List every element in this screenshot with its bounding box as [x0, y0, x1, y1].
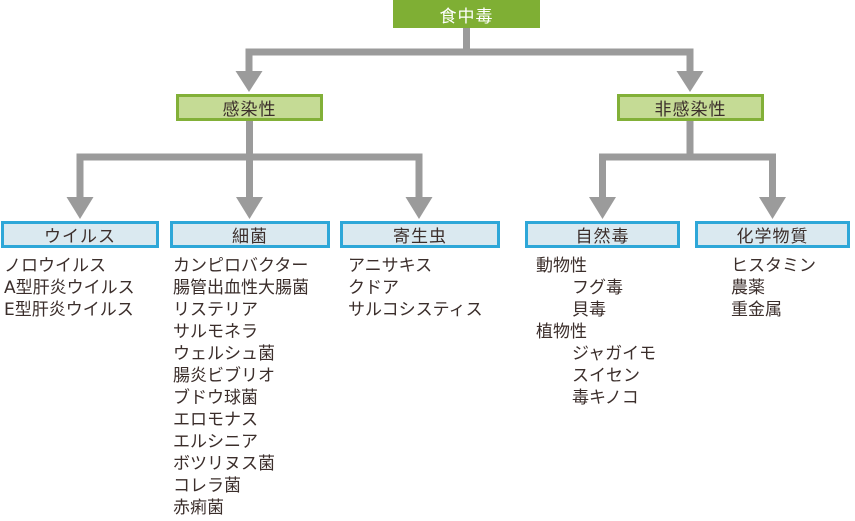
node-food-poisoning: 食中毒	[393, 0, 540, 28]
list-item: 植物性	[536, 322, 587, 342]
node-infectious: 感染性	[176, 94, 323, 121]
list-item: アニサキス	[348, 256, 433, 276]
node-bacteria: 細菌	[170, 221, 330, 248]
list-item: 腸管出血性大腸菌	[173, 278, 309, 298]
list-item: 農薬	[731, 278, 765, 298]
node-non-infectious: 非感染性	[617, 94, 764, 121]
list-item: リステリア	[173, 300, 258, 320]
list-item: 腸炎ビブリオ	[173, 366, 275, 386]
list-item: サルモネラ	[173, 322, 258, 342]
node-parasite: 寄生虫	[340, 221, 500, 248]
list-item: 動物性	[536, 256, 587, 276]
list-item: ジャガイモ	[572, 344, 657, 364]
list-item: ブドウ球菌	[173, 388, 258, 408]
list-item: 貝毒	[572, 300, 606, 320]
natural-toxin-list: 動物性フグ毒貝毒植物性ジャガイモスイセン毒キノコ	[536, 255, 656, 409]
list-item: スイセン	[572, 366, 640, 386]
list-item: ボツリヌス菌	[173, 454, 275, 474]
node-chemical: 化学物質	[695, 221, 850, 248]
list-item: コレラ菌	[173, 476, 241, 496]
list-item: フグ毒	[572, 278, 623, 298]
list-item: 重金属	[731, 300, 782, 320]
list-item: サルコシスティス	[348, 300, 483, 320]
list-item: A型肝炎ウイルス	[4, 278, 135, 298]
chemical-list: ヒスタミン農薬重金属	[731, 255, 816, 321]
list-item: 毒キノコ	[572, 388, 639, 408]
node-virus: ウイルス	[1, 221, 159, 248]
list-item: エルシニア	[173, 432, 258, 452]
list-item: ノロウイルス	[4, 256, 106, 276]
list-item: ウェルシュ菌	[173, 344, 275, 364]
list-item: ヒスタミン	[731, 256, 816, 276]
list-item: エロモナス	[173, 410, 258, 430]
node-natural-toxin: 自然毒	[525, 221, 680, 248]
list-item: クドア	[348, 278, 399, 298]
list-item: E型肝炎ウイルス	[4, 300, 134, 320]
parasite-list: アニサキスクドアサルコシスティス	[348, 255, 483, 321]
bacteria-list: カンピロバクター腸管出血性大腸菌リステリアサルモネラウェルシュ菌腸炎ビブリオブド…	[173, 255, 309, 519]
list-item: 赤痢菌	[173, 498, 224, 518]
list-item: カンピロバクター	[173, 256, 309, 276]
